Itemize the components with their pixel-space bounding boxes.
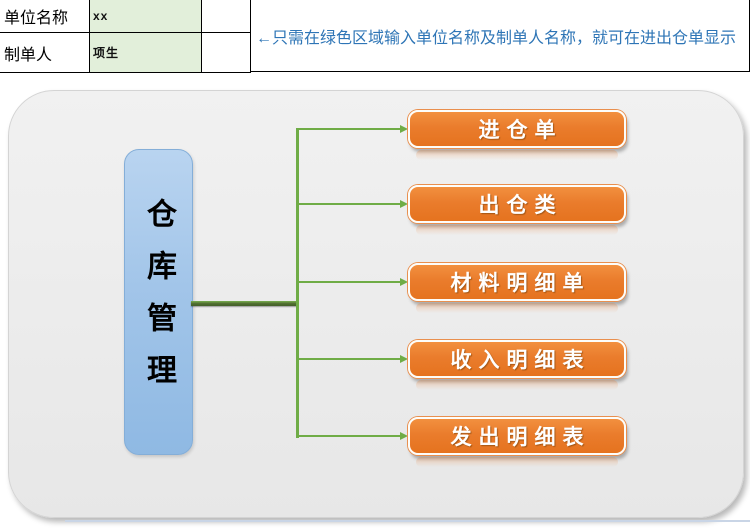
root-shape-warehouse-management[interactable]: 仓库管理 <box>124 149 193 455</box>
connector-vertical-trunk <box>296 128 299 438</box>
root-shape-label: 仓库管理 <box>141 198 176 406</box>
connector-root-trunk <box>191 301 297 306</box>
connector-branch-4 <box>297 355 408 363</box>
instruction-note[interactable]: ←只需在绿色区域输入单位名称及制单人名称，就可在进出仓单显示 <box>251 0 750 72</box>
arrow-right-icon <box>400 200 408 208</box>
cell-unit-name-label[interactable]: 单位名称 <box>0 0 90 33</box>
cell-preparer-label[interactable]: 制单人 <box>0 33 90 73</box>
nav-button-label: 进仓单 <box>478 117 563 142</box>
nav-button-outbound-category[interactable]: 出仓类 <box>408 185 626 235</box>
cell-unit-name-input[interactable]: xx <box>90 0 202 33</box>
connector-branch-3 <box>297 278 408 286</box>
nav-button-income-detail[interactable]: 收入明细表 <box>408 340 626 390</box>
arrow-right-icon <box>400 125 408 133</box>
nav-button-material-detail[interactable]: 材料明细单 <box>408 263 626 313</box>
connector-branch-5 <box>297 432 408 440</box>
arrow-right-icon <box>400 432 408 440</box>
connector-branch-2 <box>297 200 408 208</box>
diagram-panel: 仓库管理 进仓单 出仓类 材料明细单 收入明细表 发出明细表 <box>8 90 744 518</box>
cell-empty-2[interactable] <box>202 33 251 73</box>
arrow-right-icon <box>400 278 408 286</box>
nav-button-label: 材料明细单 <box>450 270 591 295</box>
bottom-divider <box>65 520 750 522</box>
nav-button-inbound-order[interactable]: 进仓单 <box>408 110 626 160</box>
connector-branch-1 <box>297 125 408 133</box>
cell-preparer-input[interactable]: 项生 <box>90 33 202 73</box>
nav-button-issue-detail[interactable]: 发出明细表 <box>408 417 626 467</box>
nav-button-label: 出仓类 <box>478 192 563 217</box>
cell-empty-1[interactable] <box>202 0 251 33</box>
nav-button-label: 发出明细表 <box>450 424 591 449</box>
nav-button-label: 收入明细表 <box>450 347 591 372</box>
arrow-right-icon <box>400 355 408 363</box>
